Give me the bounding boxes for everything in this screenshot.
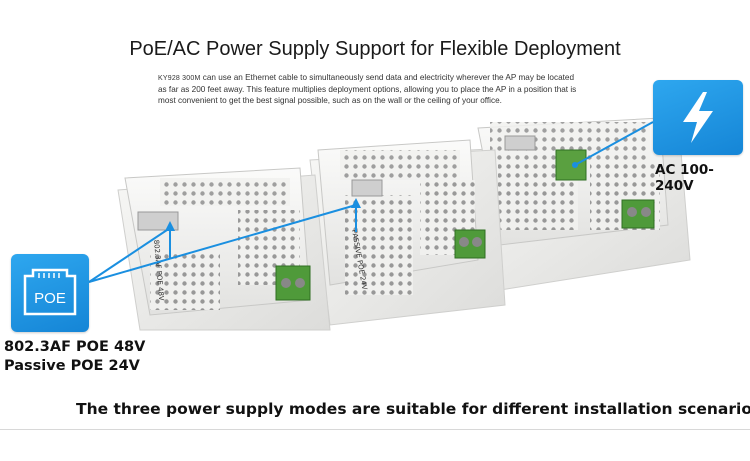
poe-label-line-1: 802.3AF POE 48V <box>4 339 146 355</box>
device-middle: PASSIVE POE 24V <box>309 139 506 326</box>
poe-label-line-2: Passive POE 24V <box>4 358 140 374</box>
model-name: KY928 300M <box>158 75 201 82</box>
poe-icon-text: POE <box>34 290 66 307</box>
description: KY928 300M can use an Ethernet cable to … <box>158 72 618 106</box>
footer-divider <box>0 429 750 430</box>
ac-label: AC 100-240V <box>655 162 714 194</box>
description-line-2: as far as 200 feet away. This feature mu… <box>158 85 577 94</box>
ac-callout-icon <box>653 80 743 155</box>
footer-text: The three power supply modes are suitabl… <box>76 400 750 418</box>
page-title: PoE/AC Power Supply Support for Flexible… <box>129 38 621 60</box>
description-line-3: most convenient to get the best signal p… <box>158 96 502 105</box>
device-left: 802.3AF POE 48V <box>117 167 331 331</box>
description-line-1: can use an Ethernet cable to simultaneou… <box>202 73 575 82</box>
poe-callout-icon: POE <box>11 254 89 332</box>
device-right <box>469 117 691 291</box>
connector-arrows <box>165 162 578 231</box>
lightning-bolt-icon <box>683 92 713 143</box>
connector-lines <box>88 121 654 283</box>
ethernet-port-icon: POE <box>23 268 77 316</box>
